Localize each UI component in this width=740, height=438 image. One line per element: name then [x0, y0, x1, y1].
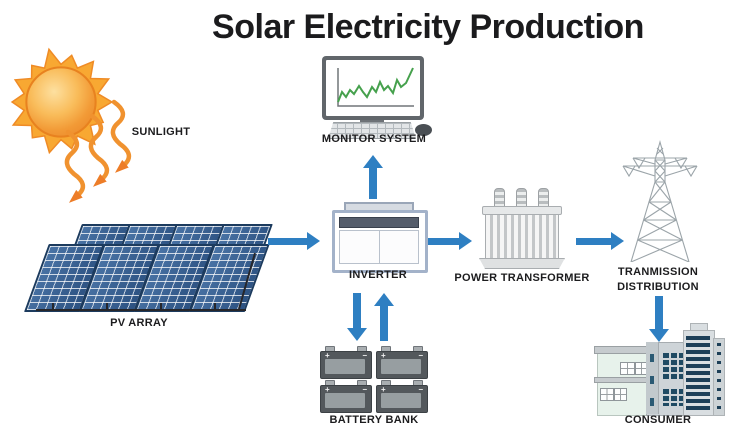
battery-icon: +−	[376, 346, 428, 381]
sunlight-rays-icon	[64, 99, 132, 203]
pv-array-label: PV ARRAY	[110, 317, 168, 329]
building-left-roof	[594, 346, 652, 354]
power-transformer-label: POWER TRANSFORMER	[454, 272, 590, 284]
battery-icon: +−	[376, 380, 428, 415]
building-right-column	[713, 338, 725, 416]
arrow-inverter-to-battery	[347, 293, 367, 341]
page-title: Solar Electricity Production	[212, 8, 644, 46]
arrow-battery-to-inverter	[374, 293, 394, 341]
sunlight-label: SUNLIGHT	[131, 126, 191, 138]
building-right-windows	[686, 336, 710, 410]
arrow-transmission-to-consumer	[648, 296, 670, 342]
keyboard-icon	[328, 122, 416, 139]
arrow-transformer-to-transmission	[576, 232, 624, 250]
monitor-bezel	[322, 56, 424, 120]
inverter-bar	[339, 217, 419, 228]
consumer-label: CONSUMER	[624, 414, 692, 426]
battery-bank-label: BATTERY BANK	[329, 414, 419, 426]
arrow-inverter-to-transformer	[424, 232, 472, 250]
transformer-base	[479, 258, 565, 269]
monitor-system-label: MONITOR SYSTEM	[321, 133, 427, 145]
building-left-ledge	[594, 377, 652, 383]
monitor-chart	[326, 60, 420, 116]
battery-icon: +−	[320, 346, 372, 381]
battery-icon: +−	[320, 380, 372, 415]
transmission-tower-icon	[622, 139, 698, 262]
arrow-pv-to-inverter	[268, 232, 320, 250]
panel-stand-bar	[36, 309, 246, 311]
transmission-label-line2: DISTRIBUTION	[617, 281, 699, 293]
transformer-body	[485, 214, 559, 260]
inverter-panels	[339, 230, 419, 264]
sun-icon	[10, 47, 114, 155]
inverter-label: INVERTER	[348, 269, 408, 281]
arrow-inverter-to-monitor	[362, 155, 383, 199]
mouse-icon	[415, 124, 432, 136]
transmission-label-line1: TRANMISSION	[617, 266, 699, 278]
